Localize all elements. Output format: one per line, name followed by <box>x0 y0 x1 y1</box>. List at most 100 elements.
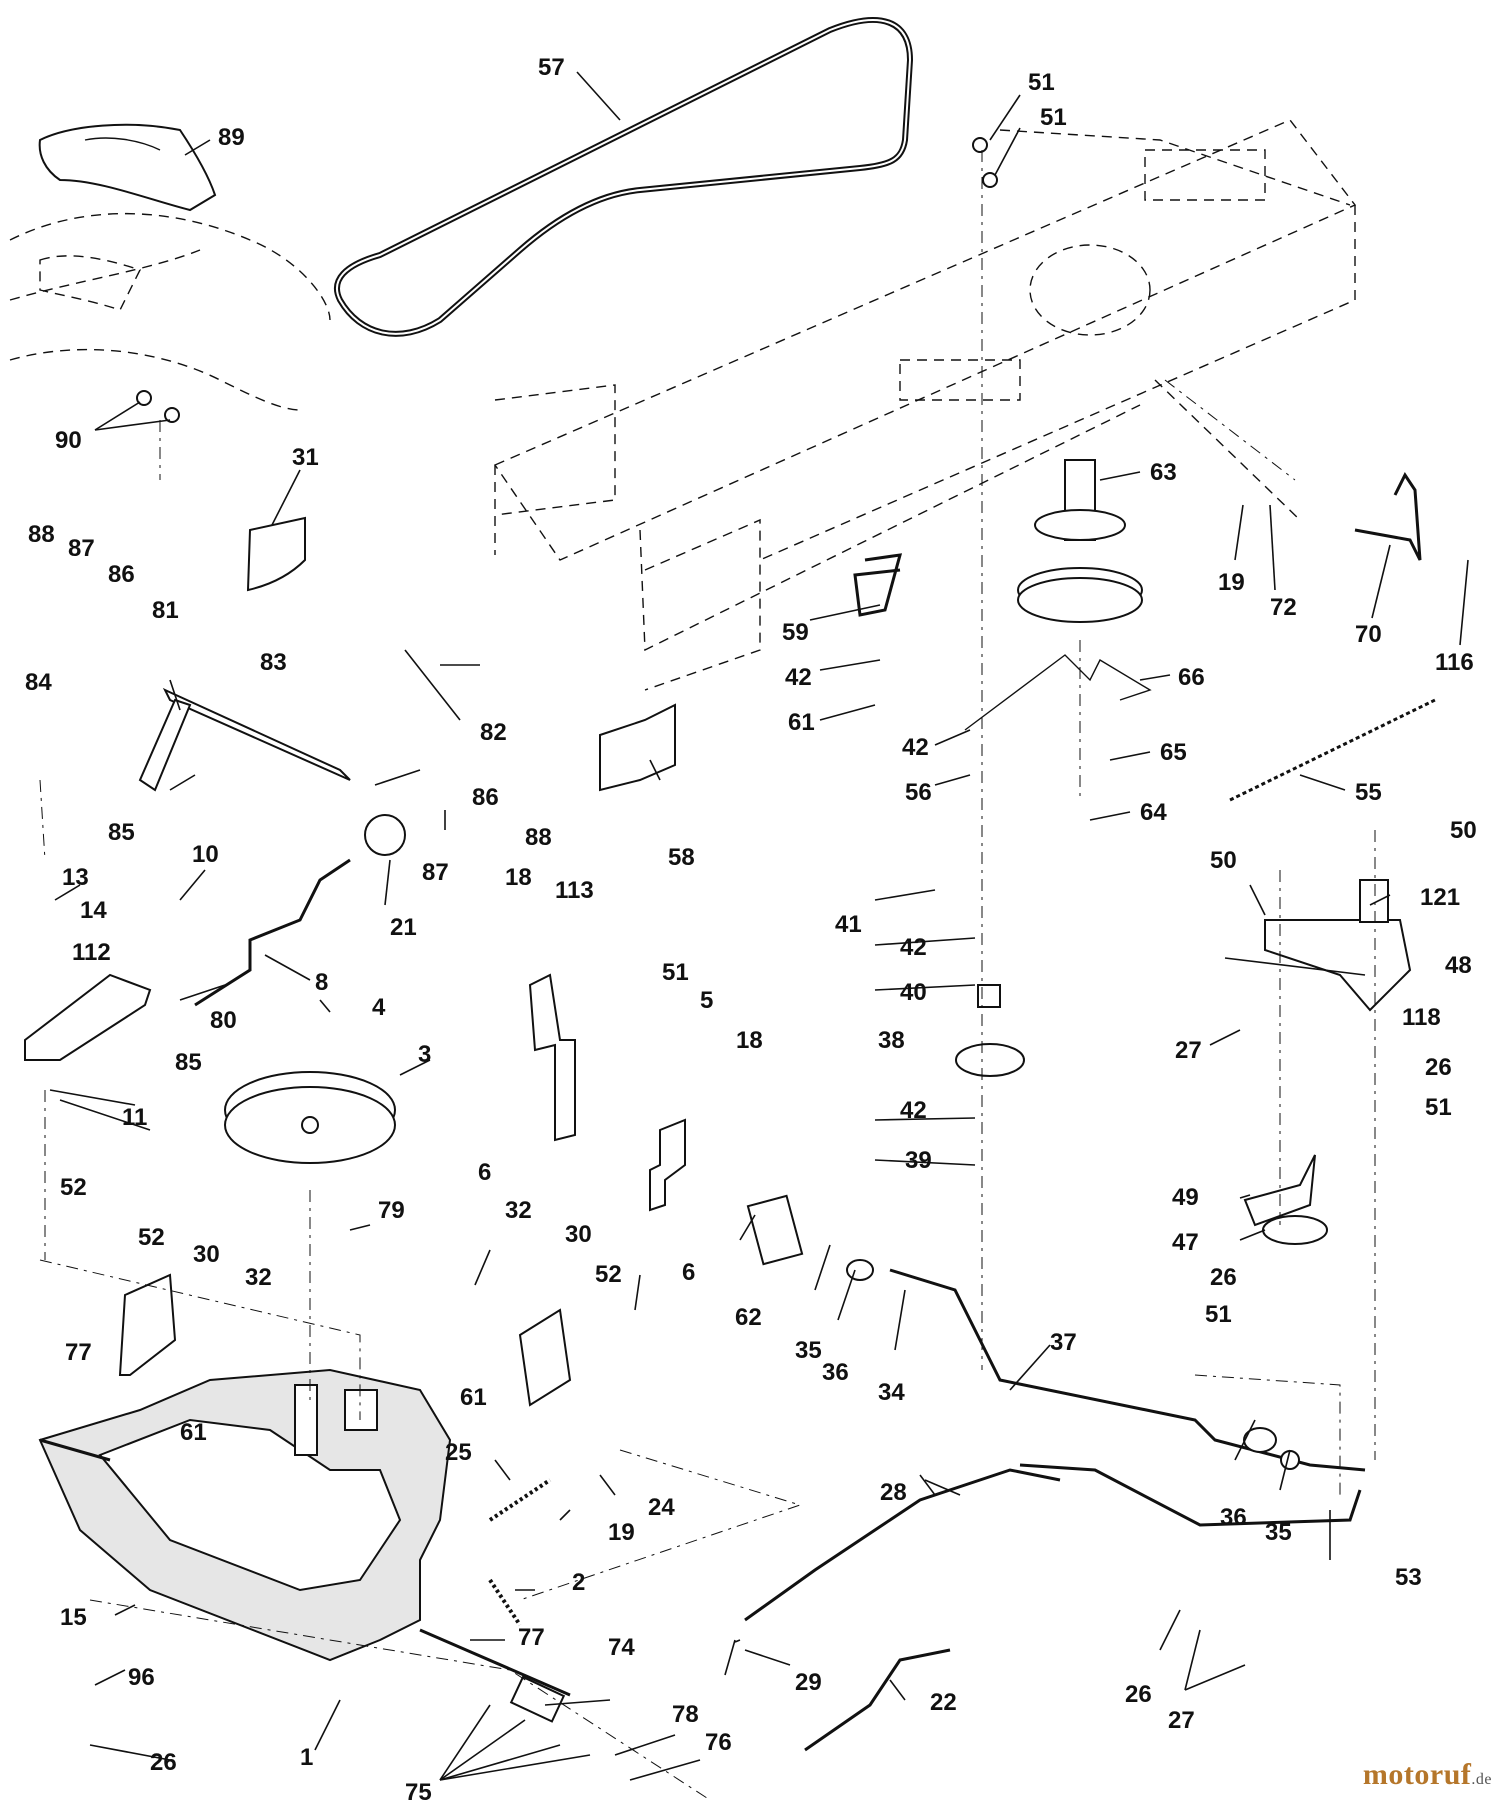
callout-22: 22 <box>930 1689 957 1716</box>
watermark-brand: motoruf <box>1362 1758 1472 1791</box>
callout-10: 10 <box>192 841 219 868</box>
callout-36: 36 <box>822 1359 849 1386</box>
callout-19: 19 <box>608 1519 635 1546</box>
callout-86: 86 <box>108 561 135 588</box>
callout-74: 74 <box>608 1634 635 1661</box>
callout-38: 38 <box>878 1027 905 1054</box>
callout-55: 55 <box>1355 779 1382 806</box>
callout-82: 82 <box>480 719 507 746</box>
callout-48: 48 <box>1445 952 1472 979</box>
watermark-logo: motoruf.de <box>1363 1758 1492 1792</box>
callout-63: 63 <box>1150 459 1177 486</box>
callout-11: 11 <box>122 1104 147 1131</box>
callout-61: 61 <box>180 1419 207 1446</box>
callout-41: 41 <box>835 911 862 938</box>
callout-86: 86 <box>472 784 499 811</box>
fender-outline <box>9 123 331 423</box>
callout-42: 42 <box>902 734 929 761</box>
callout-18: 18 <box>736 1027 763 1054</box>
callout-57: 57 <box>538 54 565 81</box>
callout-79: 79 <box>378 1197 405 1224</box>
callout-19: 19 <box>1218 569 1245 596</box>
callout-2: 2 <box>572 1569 585 1596</box>
callout-96: 96 <box>128 1664 155 1691</box>
callout-75: 75 <box>405 1779 432 1800</box>
callout-77: 77 <box>65 1339 92 1366</box>
callout-62: 62 <box>735 1304 762 1331</box>
callout-28: 28 <box>880 1479 907 1506</box>
callout-15: 15 <box>60 1604 87 1631</box>
callout-65: 65 <box>1160 739 1187 766</box>
callout-49: 49 <box>1172 1184 1199 1211</box>
callout-18: 18 <box>505 864 532 891</box>
callout-81: 81 <box>152 597 179 624</box>
callout-52: 52 <box>595 1261 622 1288</box>
callout-52: 52 <box>60 1174 87 1201</box>
assembly-lines <box>39 150 1376 1800</box>
callout-85: 85 <box>108 819 135 846</box>
parts-artwork <box>24 137 1436 1752</box>
callout-26: 26 <box>1210 1264 1237 1291</box>
callout-40: 40 <box>900 979 927 1006</box>
callout-58: 58 <box>668 844 695 871</box>
callout-21: 21 <box>390 914 417 941</box>
drive-belt <box>333 17 914 337</box>
callout-35: 35 <box>795 1337 822 1364</box>
callout-116: 116 <box>1435 649 1474 676</box>
callout-56: 56 <box>905 779 932 806</box>
callout-66: 66 <box>1178 664 1205 691</box>
callout-14: 14 <box>80 897 107 924</box>
callout-87: 87 <box>68 535 95 562</box>
callout-37: 37 <box>1050 1329 1077 1356</box>
callout-59: 59 <box>782 619 809 646</box>
callout-72: 72 <box>1270 594 1297 621</box>
callout-61: 61 <box>460 1384 487 1411</box>
callout-50: 50 <box>1450 817 1477 844</box>
callout-1: 1 <box>300 1744 313 1771</box>
callout-64: 64 <box>1140 799 1167 826</box>
callout-29: 29 <box>795 1669 822 1696</box>
callout-112: 112 <box>72 939 111 966</box>
callout-80: 80 <box>210 1007 237 1034</box>
callout-85: 85 <box>175 1049 202 1076</box>
callout-36: 36 <box>1220 1504 1247 1531</box>
callout-leaders <box>49 71 1469 1781</box>
callout-32: 32 <box>245 1264 272 1291</box>
callout-90: 90 <box>55 427 82 454</box>
callout-42: 42 <box>785 664 812 691</box>
callout-42: 42 <box>900 1097 927 1124</box>
callout-53: 53 <box>1395 1564 1422 1591</box>
callout-118: 118 <box>1402 1004 1441 1031</box>
callout-31: 31 <box>292 444 319 471</box>
callout-88: 88 <box>525 824 552 851</box>
callout-6: 6 <box>478 1159 491 1186</box>
callout-51: 51 <box>1205 1301 1232 1328</box>
callout-24: 24 <box>648 1494 675 1521</box>
callout-88: 88 <box>28 521 55 548</box>
callout-labels: 57 51 51 89 90 31 63 19 72 70 116 88 87 … <box>25 54 1477 1800</box>
callout-61: 61 <box>788 709 815 736</box>
callout-70: 70 <box>1355 621 1382 648</box>
callout-27: 27 <box>1168 1707 1195 1734</box>
callout-87: 87 <box>422 859 449 886</box>
callout-5: 5 <box>700 987 713 1014</box>
callout-8: 8 <box>315 969 328 996</box>
callout-51: 51 <box>662 959 689 986</box>
callout-42: 42 <box>900 934 927 961</box>
callout-51: 51 <box>1028 69 1055 96</box>
callout-52: 52 <box>138 1224 165 1251</box>
callout-3: 3 <box>418 1041 431 1068</box>
callout-121: 121 <box>1420 884 1460 911</box>
callout-27: 27 <box>1175 1037 1202 1064</box>
callout-51: 51 <box>1425 1094 1452 1121</box>
callout-4: 4 <box>372 994 386 1021</box>
callout-34: 34 <box>878 1379 905 1406</box>
callout-13: 13 <box>62 864 89 891</box>
callout-84: 84 <box>25 669 52 696</box>
chassis-frame <box>493 119 1357 691</box>
callout-26: 26 <box>150 1749 177 1776</box>
callout-77: 77 <box>518 1624 545 1651</box>
callout-32: 32 <box>505 1197 532 1224</box>
callout-26: 26 <box>1425 1054 1452 1081</box>
